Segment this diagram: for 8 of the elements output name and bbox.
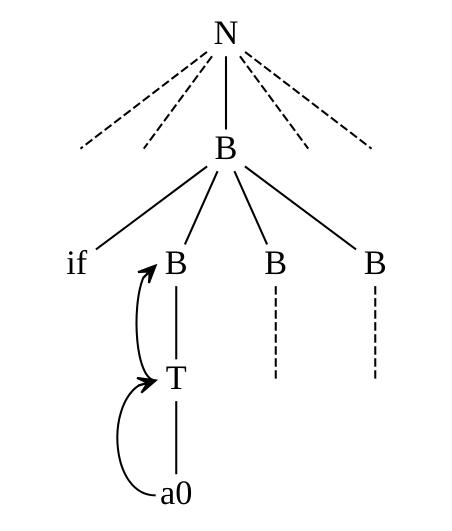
node-text: B [164,244,188,282]
node-text: B [264,244,288,282]
node-text: T [166,359,187,398]
node-text: N [214,14,238,52]
node-text: if [66,244,88,282]
node-text: B [364,244,387,282]
node-text: a0 [160,474,192,512]
node-text: B [214,129,238,168]
